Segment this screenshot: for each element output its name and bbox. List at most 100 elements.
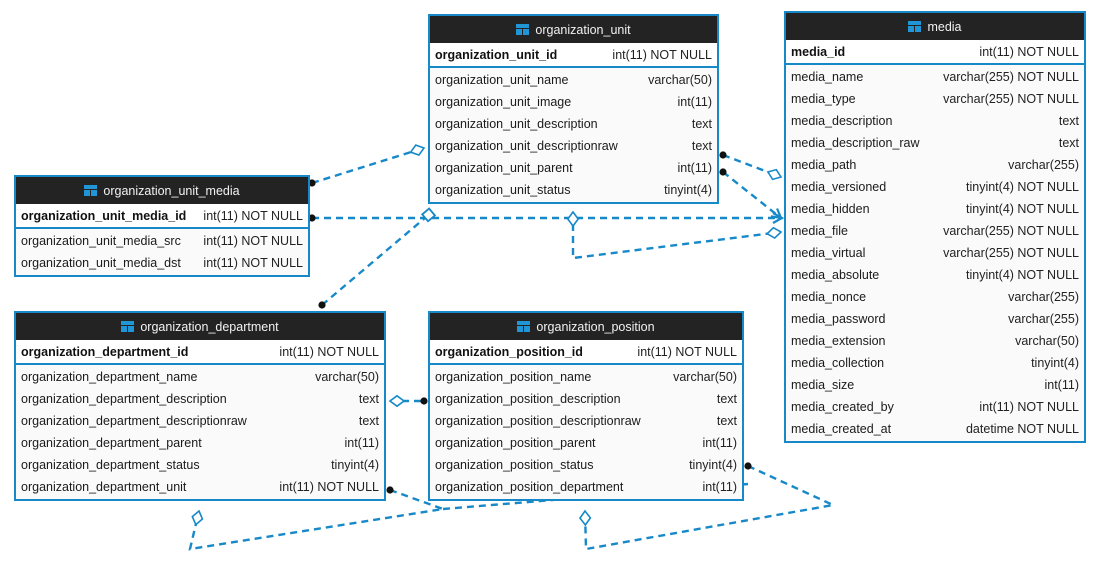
endpoint-arrow-icon (770, 208, 783, 220)
field-type: tinyint(4) NOT NULL (966, 202, 1079, 216)
field-name: organization_unit_description (435, 117, 598, 131)
endpoint-dot-icon (744, 462, 752, 470)
field-type: tinyint(4) (689, 458, 737, 472)
endpoint-diamond-icon (578, 509, 592, 527)
relationship-rel-unit-image-media[interactable] (719, 151, 783, 181)
entity-header-organization_position[interactable]: organization_position (430, 313, 742, 340)
column-row[interactable]: media_name varchar(255) NOT NULL (786, 66, 1084, 88)
field-name: organization_position_department (435, 480, 624, 494)
primary-key-row[interactable]: organization_department_id int(11) NOT NU… (16, 340, 384, 365)
endpoint-diamond-icon (566, 210, 580, 228)
field-name: organization_department_status (21, 458, 200, 472)
entity-header-organization_unit_media[interactable]: organization_unit_media (16, 177, 308, 204)
column-row[interactable]: media_extension varchar(50) (786, 330, 1084, 352)
field-type: int(11) NOT NULL (279, 344, 379, 359)
column-row[interactable]: organization_position_department int(11) (430, 476, 742, 498)
field-name: media_name (791, 70, 864, 84)
entity-header-media[interactable]: media (786, 13, 1084, 40)
relationship-rel-unit-parent-media[interactable] (719, 168, 784, 222)
field-name: organization_position_parent (435, 436, 596, 450)
field-type: int(11) NOT NULL (637, 344, 737, 359)
field-name: media_created_by (791, 400, 894, 414)
field-type: text (691, 117, 712, 131)
relationship-line (311, 146, 425, 185)
field-type: varchar(255) NOT NULL (943, 70, 1079, 84)
column-row[interactable]: organization_unit_description text (430, 113, 717, 135)
endpoint-dot-icon (420, 397, 428, 405)
field-name: organization_unit_id (435, 47, 558, 62)
relationship-rel-unit-down-media[interactable] (566, 210, 783, 260)
field-name: organization_unit_descriptionraw (435, 139, 618, 153)
entity-header-organization_department[interactable]: organization_department (16, 313, 384, 340)
relationship-rel-dept-pos-short[interactable] (388, 394, 428, 408)
relationship-rel-oum-src-unit[interactable] (308, 143, 426, 187)
field-type: int(11) (1044, 378, 1079, 392)
endpoint-dot-icon (719, 168, 727, 176)
field-name: organization_department_descriptionraw (21, 414, 247, 428)
field-name: organization_department_id (21, 344, 189, 359)
field-type: int(11) (702, 480, 737, 494)
field-type: text (1058, 136, 1079, 150)
column-row[interactable]: organization_unit_media_dst int(11) NOT N… (16, 252, 308, 274)
field-type: datetime NOT NULL (965, 422, 1079, 436)
endpoint-diamond-icon (765, 226, 783, 240)
field-type: int(11) NOT NULL (203, 256, 303, 270)
endpoint-dot-icon (719, 151, 727, 159)
field-name: organization_unit_media_dst (21, 256, 181, 270)
field-name: organization_position_status (435, 458, 594, 472)
relationship-rel-dept-unit-up[interactable] (318, 207, 437, 309)
field-type: text (358, 392, 379, 406)
field-type: int(11) NOT NULL (203, 234, 303, 248)
endpoint-dot-icon (318, 301, 326, 309)
relationship-rel-oum-id-media[interactable] (308, 212, 785, 224)
entity-header-organization_unit[interactable]: organization_unit (430, 16, 717, 43)
column-row[interactable]: organization_position_status tinyint(4) (430, 454, 742, 476)
field-name: organization_unit_status (435, 183, 571, 197)
field-type: varchar(50) (1015, 334, 1079, 348)
endpoint-square-icon (420, 207, 437, 223)
endpoint-diamond-icon (409, 144, 426, 157)
field-type: int(11) NOT NULL (279, 480, 379, 494)
field-name: media_extension (791, 334, 886, 348)
